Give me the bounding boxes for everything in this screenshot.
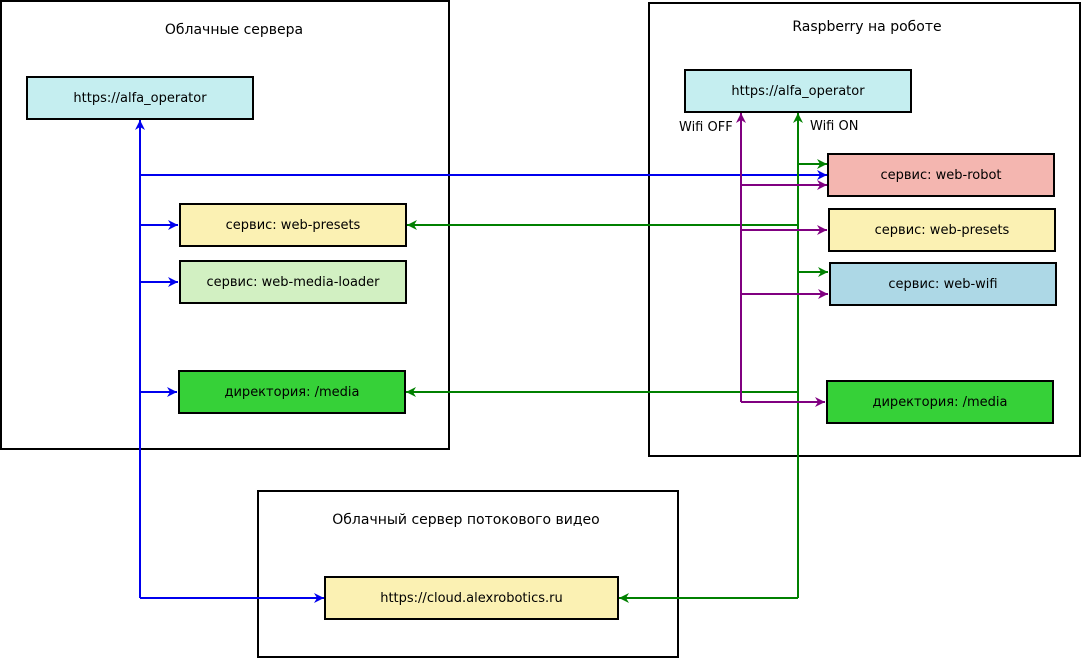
rpi-presets-node: сервис: web-presets [828,208,1056,252]
group-raspberry-title: Raspberry на роботе [792,19,942,35]
rpi-media-node: директория: /media [826,380,1054,424]
cloud-media-loader-node: сервис: web-media-loader [179,260,407,304]
rpi-operator-node: https://alfa_operator [684,69,912,113]
purple-wires [736,113,828,407]
group-cloud-servers-title: Облачные сервера [164,22,304,38]
video-cloud-node: https://cloud.alexrobotics.ru [324,576,619,620]
wifi-off-label: Wifi OFF [679,120,733,135]
green-wires [406,113,828,603]
cloud-operator-node: https://alfa_operator [26,76,254,120]
group-video-server [257,490,679,658]
cloud-presets-node: сервис: web-presets [179,203,407,247]
wifi-on-label: Wifi ON [810,119,859,134]
group-video-server-title: Облачный сервер потокового видео [332,512,600,528]
cloud-media-node: директория: /media [178,370,406,414]
blue-wires [135,120,827,603]
rpi-web-wifi-node: сервис: web-wifi [829,262,1057,306]
rpi-web-robot-node: сервис: web-robot [827,153,1055,197]
